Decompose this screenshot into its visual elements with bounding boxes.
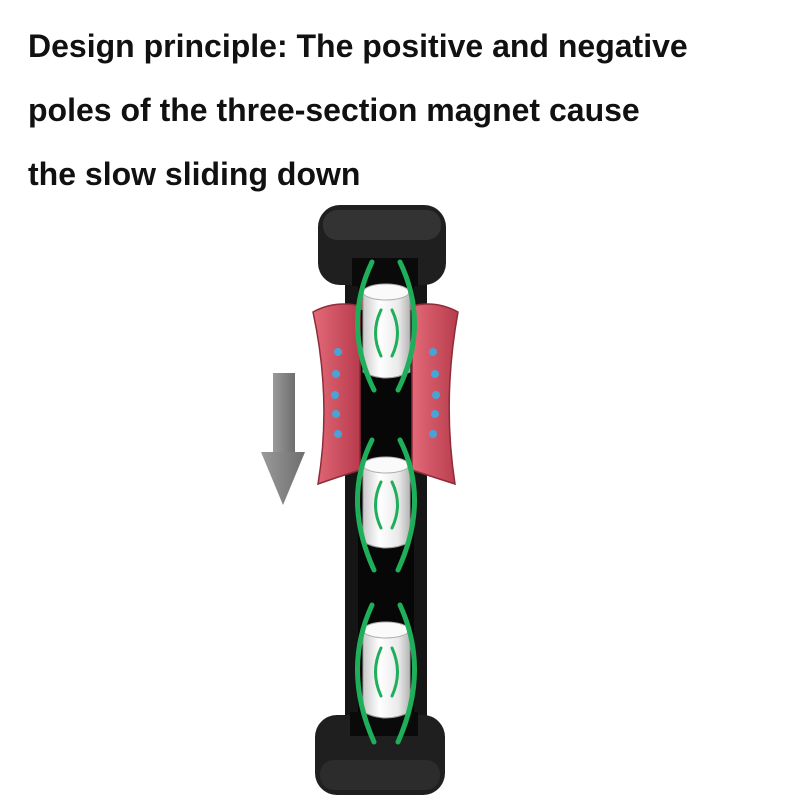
caption-line-2: poles of the three-section magnet cause (28, 92, 640, 128)
magnetic-field-lines-icon (355, 259, 417, 393)
caption-line-3: the slow sliding down (28, 156, 361, 192)
magnet-top (355, 259, 417, 393)
diagram-caption: Design principle: The positive and negat… (28, 14, 788, 206)
caption-line-1: Design principle: The positive and negat… (28, 28, 688, 64)
red-slider (312, 300, 459, 486)
magnetic-field-lines-icon (355, 602, 417, 745)
top-end-cap (318, 205, 446, 286)
down-arrow-icon (261, 373, 305, 505)
bottom-end-cap (315, 712, 445, 795)
slider-dots (331, 348, 440, 438)
magnet-bottom (355, 602, 417, 745)
magnet-middle (355, 437, 417, 573)
magnetic-field-lines-icon (355, 437, 417, 573)
